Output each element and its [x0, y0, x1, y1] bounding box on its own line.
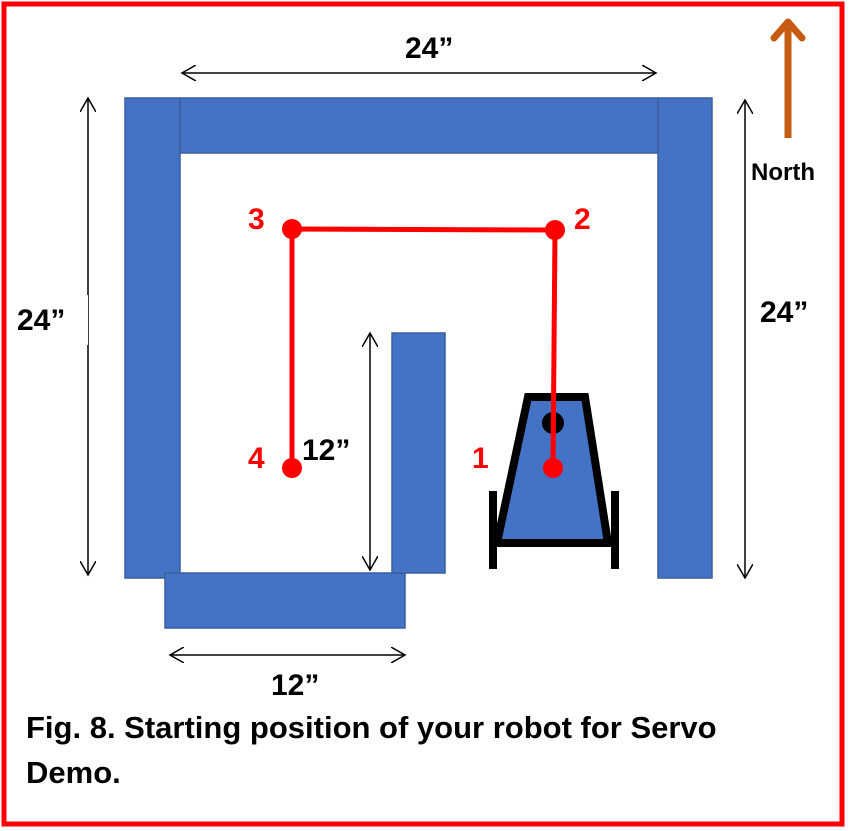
waypoint-1-label: 1 — [472, 442, 489, 475]
dimension-right-label: 24” — [760, 296, 808, 329]
dimension-top-label: 24” — [405, 32, 453, 65]
waypoint-2-label: 2 — [574, 203, 591, 236]
label-bg — [300, 425, 368, 475]
caption-line-2: Demo. — [26, 755, 121, 790]
dimension-inner-label: 12” — [302, 434, 350, 467]
wall-inner — [391, 332, 446, 574]
wall-top — [179, 97, 659, 154]
dimension-bottom-label: 12” — [271, 669, 319, 702]
wall-left — [124, 97, 181, 579]
waypoint-3-label: 3 — [248, 203, 265, 236]
north-label: North — [751, 159, 815, 186]
north-arrow-icon — [770, 18, 806, 138]
waypoint-2 — [545, 220, 565, 240]
wall-right — [657, 97, 713, 579]
dimension-left-label: 24” — [17, 304, 65, 337]
waypoint-3 — [282, 219, 302, 239]
label-bg — [12, 295, 88, 345]
waypoint-1 — [543, 458, 563, 478]
wall-bottom — [164, 572, 406, 629]
robot-path — [289, 226, 558, 469]
waypoint-4-label: 4 — [248, 442, 265, 475]
caption-line-1: Fig. 8. Starting position of your robot … — [26, 710, 717, 745]
waypoint-4 — [282, 458, 302, 478]
